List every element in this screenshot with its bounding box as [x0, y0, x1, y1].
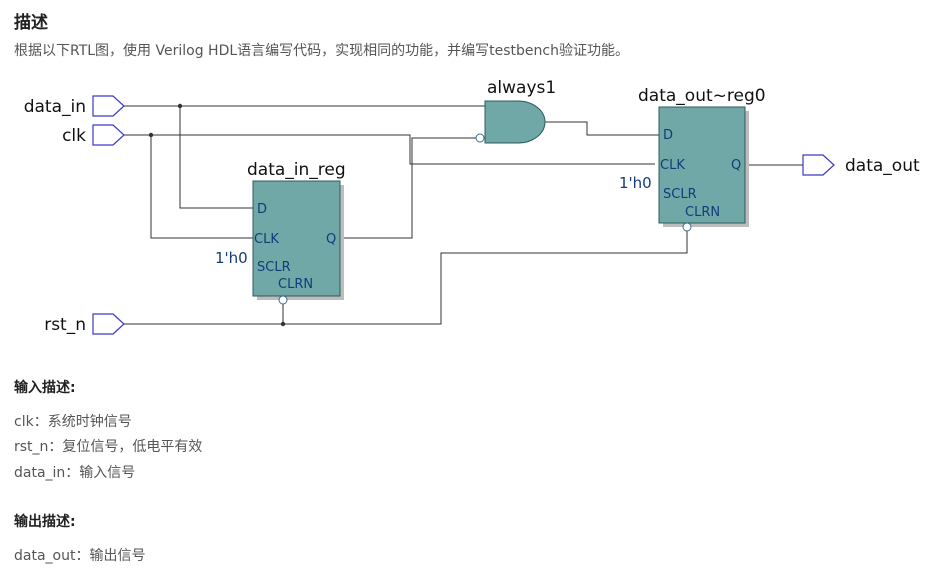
port-rst-n: rst_n: [44, 313, 125, 335]
port-data-in: data_in: [24, 95, 125, 117]
reg1-const: 1'h0: [215, 249, 248, 267]
reg1-pin-clk: CLK: [254, 232, 279, 247]
port-rst-n-label: rst_n: [44, 315, 86, 335]
wires: [124, 103, 803, 327]
register-data-in-reg: data_in_reg D CLK Q SCLR CLRN 1'h0: [215, 160, 346, 305]
rtl-diagram: data_in clk rst_n data_out: [24, 78, 920, 335]
input-desc-heading: 输入描述:: [14, 380, 76, 396]
gate-label: always1: [487, 78, 556, 98]
port-data-out: data_out: [802, 154, 920, 176]
reg2-pin-q: Q: [731, 158, 741, 173]
reg2-const: 1'h0: [619, 174, 652, 192]
reg1-name: data_in_reg: [247, 160, 346, 180]
reg2-pin-d: D: [663, 128, 673, 143]
port-data-out-label: data_out: [845, 156, 920, 176]
input-desc-line-1: clk：系统时钟信号: [14, 414, 132, 430]
page-title: 描述: [14, 13, 48, 33]
register-data-out-reg0: data_out~reg0 D CLK Q SCLR CLRN 1'h0: [619, 86, 766, 232]
output-desc-line-1: data_out：输出信号: [14, 548, 146, 564]
and-gate: always1: [475, 78, 556, 144]
output-desc-heading: 输出描述:: [14, 514, 76, 530]
reg2-name: data_out~reg0: [638, 86, 766, 106]
port-clk-label: clk: [62, 126, 86, 146]
input-desc-line-3: data_in：输入信号: [14, 465, 136, 481]
input-desc-line-2: rst_n：复位信号，低电平有效: [14, 439, 203, 455]
port-clk: clk: [62, 124, 125, 146]
reg2-pin-sclr: SCLR: [663, 187, 697, 202]
reg1-pin-clrn: CLRN: [278, 277, 313, 292]
reg1-pin-sclr: SCLR: [257, 260, 291, 275]
reg2-pin-clrn: CLRN: [685, 205, 720, 220]
port-data-in-label: data_in: [24, 97, 86, 117]
reg1-pin-q: Q: [326, 232, 336, 247]
reg1-pin-d: D: [257, 202, 267, 217]
intro-text: 根据以下RTL图，使用 Verilog HDL语言编写代码，实现相同的功能，并编…: [14, 43, 629, 59]
reg2-pin-clk: CLK: [660, 158, 685, 173]
